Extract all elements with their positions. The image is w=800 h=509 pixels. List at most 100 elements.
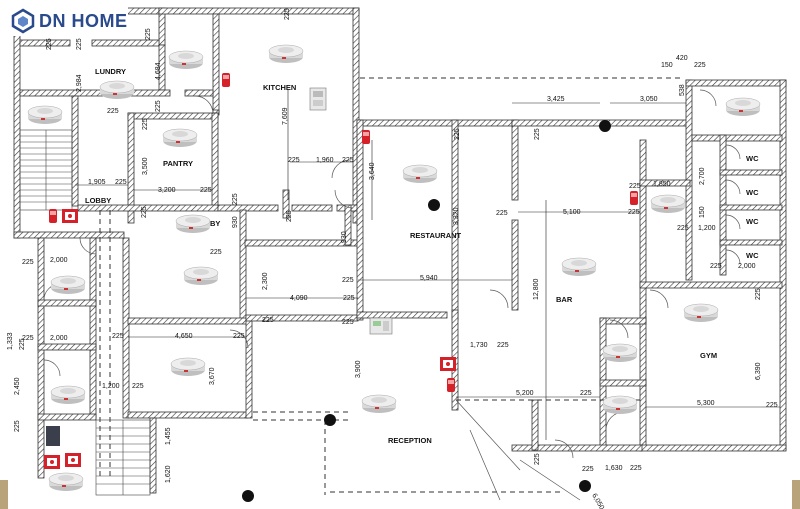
- dim-label: 420: [676, 55, 688, 62]
- smoke-detector-icon: [725, 97, 761, 117]
- dim-label: 225: [233, 333, 245, 340]
- dim-label: 4,090: [290, 295, 308, 302]
- dim-label: 225: [286, 210, 293, 222]
- panel-box-icon: [46, 426, 60, 446]
- smoke-detector-icon: [168, 50, 204, 70]
- dim-label: 1,200: [102, 383, 120, 390]
- dim-label: 1,333: [7, 332, 14, 350]
- dim-label: 225: [145, 28, 152, 40]
- control-panel-icon: [369, 317, 393, 335]
- dim-label: 225: [210, 249, 222, 256]
- dim-label: 3,900: [355, 360, 362, 378]
- decorative-band-right: [792, 480, 800, 509]
- dim-label: 7,609: [282, 107, 289, 125]
- speaker-icon: [599, 120, 611, 132]
- smoke-detectors: [27, 44, 761, 492]
- smoke-detector-icon: [650, 194, 686, 214]
- dim-label: 1,960: [316, 157, 334, 164]
- dim-label: 225: [14, 420, 21, 432]
- speaker-icon: [428, 199, 440, 211]
- dim-label: 6,390: [755, 362, 762, 380]
- smoke-detector-icon: [683, 303, 719, 323]
- smoke-detector-icon: [50, 385, 86, 405]
- dim-label: 5,100: [563, 209, 581, 216]
- dim-label: 5,940: [420, 275, 438, 282]
- dim-label: 225: [22, 335, 34, 342]
- dim-label: 225: [342, 277, 354, 284]
- dim-label: 3,320: [453, 207, 460, 225]
- dim-label: 1,455: [165, 427, 172, 445]
- decorative-band-left: [0, 480, 8, 509]
- room-label-wc-4: WC: [746, 251, 759, 260]
- dim-label: 3,200: [158, 187, 176, 194]
- dim-label: 2,000: [50, 335, 68, 342]
- dim-label: 12,800: [533, 278, 540, 300]
- dim-label: 225: [454, 128, 461, 140]
- room-label-lobby: LOBBY: [85, 196, 111, 205]
- dim-label: 2,300: [262, 272, 269, 290]
- dim-label: 225: [497, 342, 509, 349]
- smoke-detector-icon: [602, 395, 638, 415]
- dim-label: 1,850: [653, 181, 671, 188]
- dim-label: 3,670: [209, 367, 216, 385]
- call-point-icon: [62, 209, 78, 223]
- dim-label: 225: [132, 383, 144, 390]
- dim-label: 225: [710, 263, 722, 270]
- dim-label: 1,905: [88, 179, 106, 186]
- dim-label: 225: [262, 317, 274, 324]
- alarm-bell-icon: [362, 130, 370, 144]
- dim-label: 225: [694, 62, 706, 69]
- dim-label: 225: [232, 193, 239, 205]
- dim-label: 2,700: [699, 167, 706, 185]
- stairs: [19, 129, 151, 496]
- smoke-detector-icon: [50, 275, 86, 295]
- dim-label: 225: [142, 118, 149, 130]
- room-label-reception: RECEPTION: [388, 436, 432, 445]
- dim-label: 225: [628, 209, 640, 216]
- smoke-detector-icon: [99, 80, 135, 100]
- brand-logo-icon: [11, 8, 35, 34]
- dim-label: 2,000: [50, 257, 68, 264]
- dim-label: 1,620: [165, 465, 172, 483]
- dim-label: 225: [534, 128, 541, 140]
- dim-label: 150: [661, 62, 673, 69]
- smoke-detector-icon: [175, 214, 211, 234]
- smoke-detector-icon: [561, 257, 597, 277]
- smoke-detector-icon: [183, 266, 219, 286]
- doors: [43, 89, 741, 501]
- dim-label: 150: [699, 206, 706, 218]
- dim-label: 6,050: [590, 493, 605, 509]
- room-label-bar: BAR: [556, 295, 573, 304]
- dim-label: 225: [766, 402, 778, 409]
- speaker-icon: [324, 414, 336, 426]
- call-point-icon: [65, 453, 81, 467]
- dim-label: 1,630: [605, 465, 623, 472]
- smoke-detector-icon: [170, 357, 206, 377]
- room-label-kitchen: KITCHEN: [263, 83, 296, 92]
- room-label-wc-1: WC: [746, 154, 759, 163]
- dim-label: 1,200: [698, 225, 716, 232]
- control-panels: [46, 87, 393, 446]
- dim-label: 3,050: [640, 96, 658, 103]
- dim-label: 930: [232, 216, 239, 228]
- dim-label: 5,300: [697, 400, 715, 407]
- dim-label: 225: [534, 453, 541, 465]
- smoke-detector-icon: [402, 164, 438, 184]
- dim-label: 4,684: [155, 62, 162, 80]
- dim-label: 225: [155, 100, 162, 112]
- dim-label: 225: [677, 225, 689, 232]
- alarm-bell-icon: [222, 73, 230, 87]
- dim-label: 225: [582, 466, 594, 473]
- smoke-detector-icon: [361, 394, 397, 414]
- speaker-icon: [579, 480, 591, 492]
- dim-label: 225: [580, 390, 592, 397]
- dim-label: 3,500: [142, 157, 149, 175]
- dim-label: 225: [755, 288, 762, 300]
- call-point-icon: [440, 357, 456, 371]
- dim-label: 2,000: [738, 263, 756, 270]
- dim-label: 225: [19, 338, 26, 350]
- dim-label: 225: [284, 8, 291, 20]
- dim-label: 225: [76, 38, 83, 50]
- dim-label: 225: [496, 210, 508, 217]
